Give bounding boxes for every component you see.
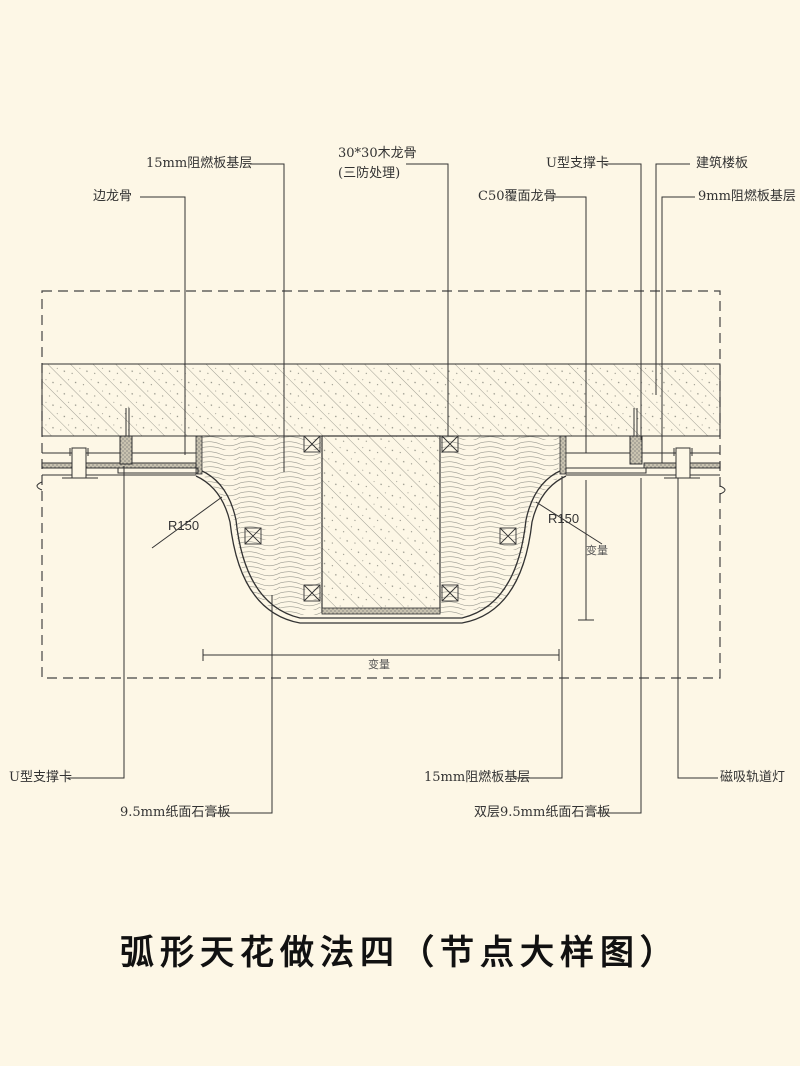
label-magnetic-track-light: 磁吸轨道灯 [720,770,786,785]
label-double-gypsum-board: 双层9.5mm纸面石膏板 [474,805,611,820]
wood-fill-left [200,436,322,615]
label-edge-keel: 边龙骨 [93,189,133,204]
concrete-beam [321,435,441,613]
dim-variable-vertical: 变量 [586,544,608,557]
wood-keel-boxes [244,435,517,602]
dim-variable-horizontal: 变量 [368,658,390,671]
dim-radius-left: R150 [168,518,200,533]
dimension-lines [151,480,603,661]
right-ceiling-assembly [562,408,726,495]
concrete-slab [41,363,721,437]
label-c50-keel: C50覆面龙骨 [478,189,557,204]
dashed-boundary [41,290,721,679]
label-building-slab: 建筑楼板 [696,156,749,171]
left-ceiling-assembly [36,408,200,491]
gypsum-arc-shell [199,469,563,619]
wood-fill-right [440,436,562,615]
label-15mm-fire-board-top: 15mm阻燃板基层 [146,156,253,171]
dim-radius-right: R150 [548,511,580,526]
label-gypsum-board: 9.5mm纸面石膏板 [120,805,231,820]
label-9mm-fire-board: 9mm阻燃板基层 [698,189,796,204]
label-u-clip-bottom: U型支撑卡 [9,770,72,785]
label-15mm-fire-board-bottom: 15mm阻燃板基层 [424,770,531,785]
label-wood-keel: 30*30木龙骨 [338,146,417,161]
leader-lines [68,163,718,814]
label-u-clip-top: U型支撑卡 [546,156,609,171]
label-wood-keel-treatment: (三防处理) [338,166,401,181]
drawing-title: 弧形天花做法四（节点大样图） [120,933,680,973]
